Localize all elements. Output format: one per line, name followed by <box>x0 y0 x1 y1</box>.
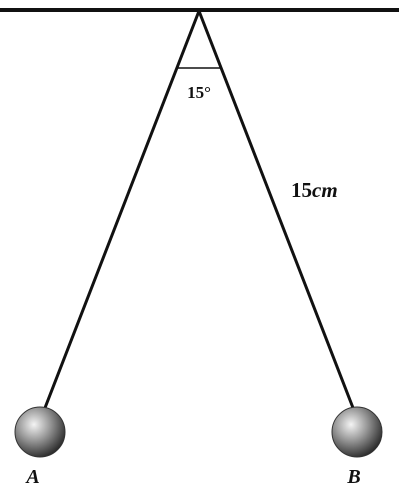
ball-b-label: B <box>346 466 360 488</box>
ball-b <box>331 406 383 458</box>
angle-label: 15° <box>187 83 211 102</box>
ball-a-label: A <box>24 466 39 488</box>
length-value: 15 <box>291 178 312 202</box>
string-length-label: 15cm <box>291 178 338 202</box>
length-unit: cm <box>312 178 338 202</box>
string-a <box>41 10 201 414</box>
ball-a <box>14 406 66 458</box>
string-b <box>197 10 357 414</box>
